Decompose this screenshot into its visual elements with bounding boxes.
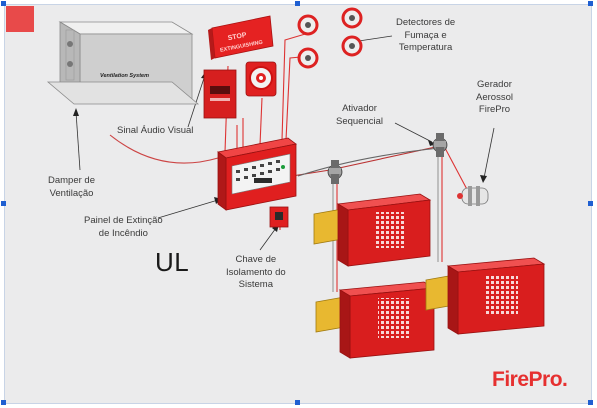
stop-sign-line1: STOP <box>227 32 247 43</box>
label-chave: Chave de Isolamento do Sistema <box>226 254 286 292</box>
label-detectores-line3: Temperatura <box>398 42 453 53</box>
selection-handle[interactable] <box>295 400 300 405</box>
aerosol-generator-unit <box>313 193 432 267</box>
sequential-activator <box>432 133 448 157</box>
aerosol-generator-small <box>457 186 489 206</box>
selection-handle[interactable] <box>588 400 593 405</box>
label-damper: Damper de Ventilação <box>48 175 95 200</box>
firepro-logo-text: FirePro <box>492 368 563 391</box>
label-sinal: Sinal Áudio Visual <box>117 125 193 138</box>
stop-extinguishing-sign: STOP EXTINGUISHING <box>208 15 274 60</box>
label-ativador: Ativador Sequencial <box>336 103 383 128</box>
detector-icon <box>341 35 363 57</box>
ul-certification-mark: UL <box>155 247 190 277</box>
aerosol-generator-unit <box>425 257 546 335</box>
label-chave-line1: Chave de <box>235 254 277 265</box>
label-sinal-line1: Sinal Áudio Visual <box>117 125 194 136</box>
selection-handle[interactable] <box>588 201 593 206</box>
label-gerador-line1: Gerador <box>477 79 512 90</box>
label-damper-line2: Ventilação <box>49 187 94 199</box>
label-ativador-line2: Sequencial <box>336 115 384 127</box>
detector-icon <box>297 14 319 36</box>
detector-icon <box>297 47 319 69</box>
aerosol-generator-unit <box>315 281 436 359</box>
ventilation-damper: Ventilation System <box>46 21 200 105</box>
label-painel: Painel de Extinção de Incêndio <box>84 215 163 240</box>
selection-handle[interactable] <box>588 1 593 6</box>
audio-visual-signal-box <box>203 69 237 119</box>
detector-icon-group <box>297 7 363 69</box>
label-detectores: Detectores de Fumaça e Temperatura <box>396 17 455 55</box>
label-painel-line1: Painel de Extinção <box>84 215 163 226</box>
corner-red-square <box>6 6 34 32</box>
selection-handle[interactable] <box>1 400 6 405</box>
extinguishing-control-panel <box>217 137 297 211</box>
label-painel-line2: de Incêndio <box>98 227 148 239</box>
label-detectores-line2: Fumaça e <box>404 29 447 41</box>
selection-handle[interactable] <box>1 1 6 6</box>
selection-handle[interactable] <box>1 201 6 206</box>
label-gerador: Gerador Aerossol FirePro <box>476 79 513 117</box>
firepro-logo: FirePro. <box>492 368 568 392</box>
label-gerador-line2: Aerossol <box>476 91 513 103</box>
leader-lines <box>75 35 495 251</box>
label-chave-line3: Sistema <box>238 279 273 290</box>
isolation-switch <box>269 206 289 228</box>
selection-handle[interactable] <box>295 1 300 6</box>
label-chave-line2: Isolamento do <box>226 266 286 278</box>
label-damper-line1: Damper de <box>48 175 95 186</box>
detector-icon <box>341 7 363 29</box>
firepro-logo-dot: . <box>562 368 568 391</box>
damper-plate-text: Ventilation System <box>100 73 149 79</box>
label-ativador-line1: Ativador <box>342 103 377 114</box>
label-gerador-line3: FirePro <box>478 104 511 115</box>
sequential-activator <box>327 160 343 184</box>
alarm-bell <box>245 61 277 97</box>
label-detectores-line1: Detectores de <box>396 17 456 28</box>
